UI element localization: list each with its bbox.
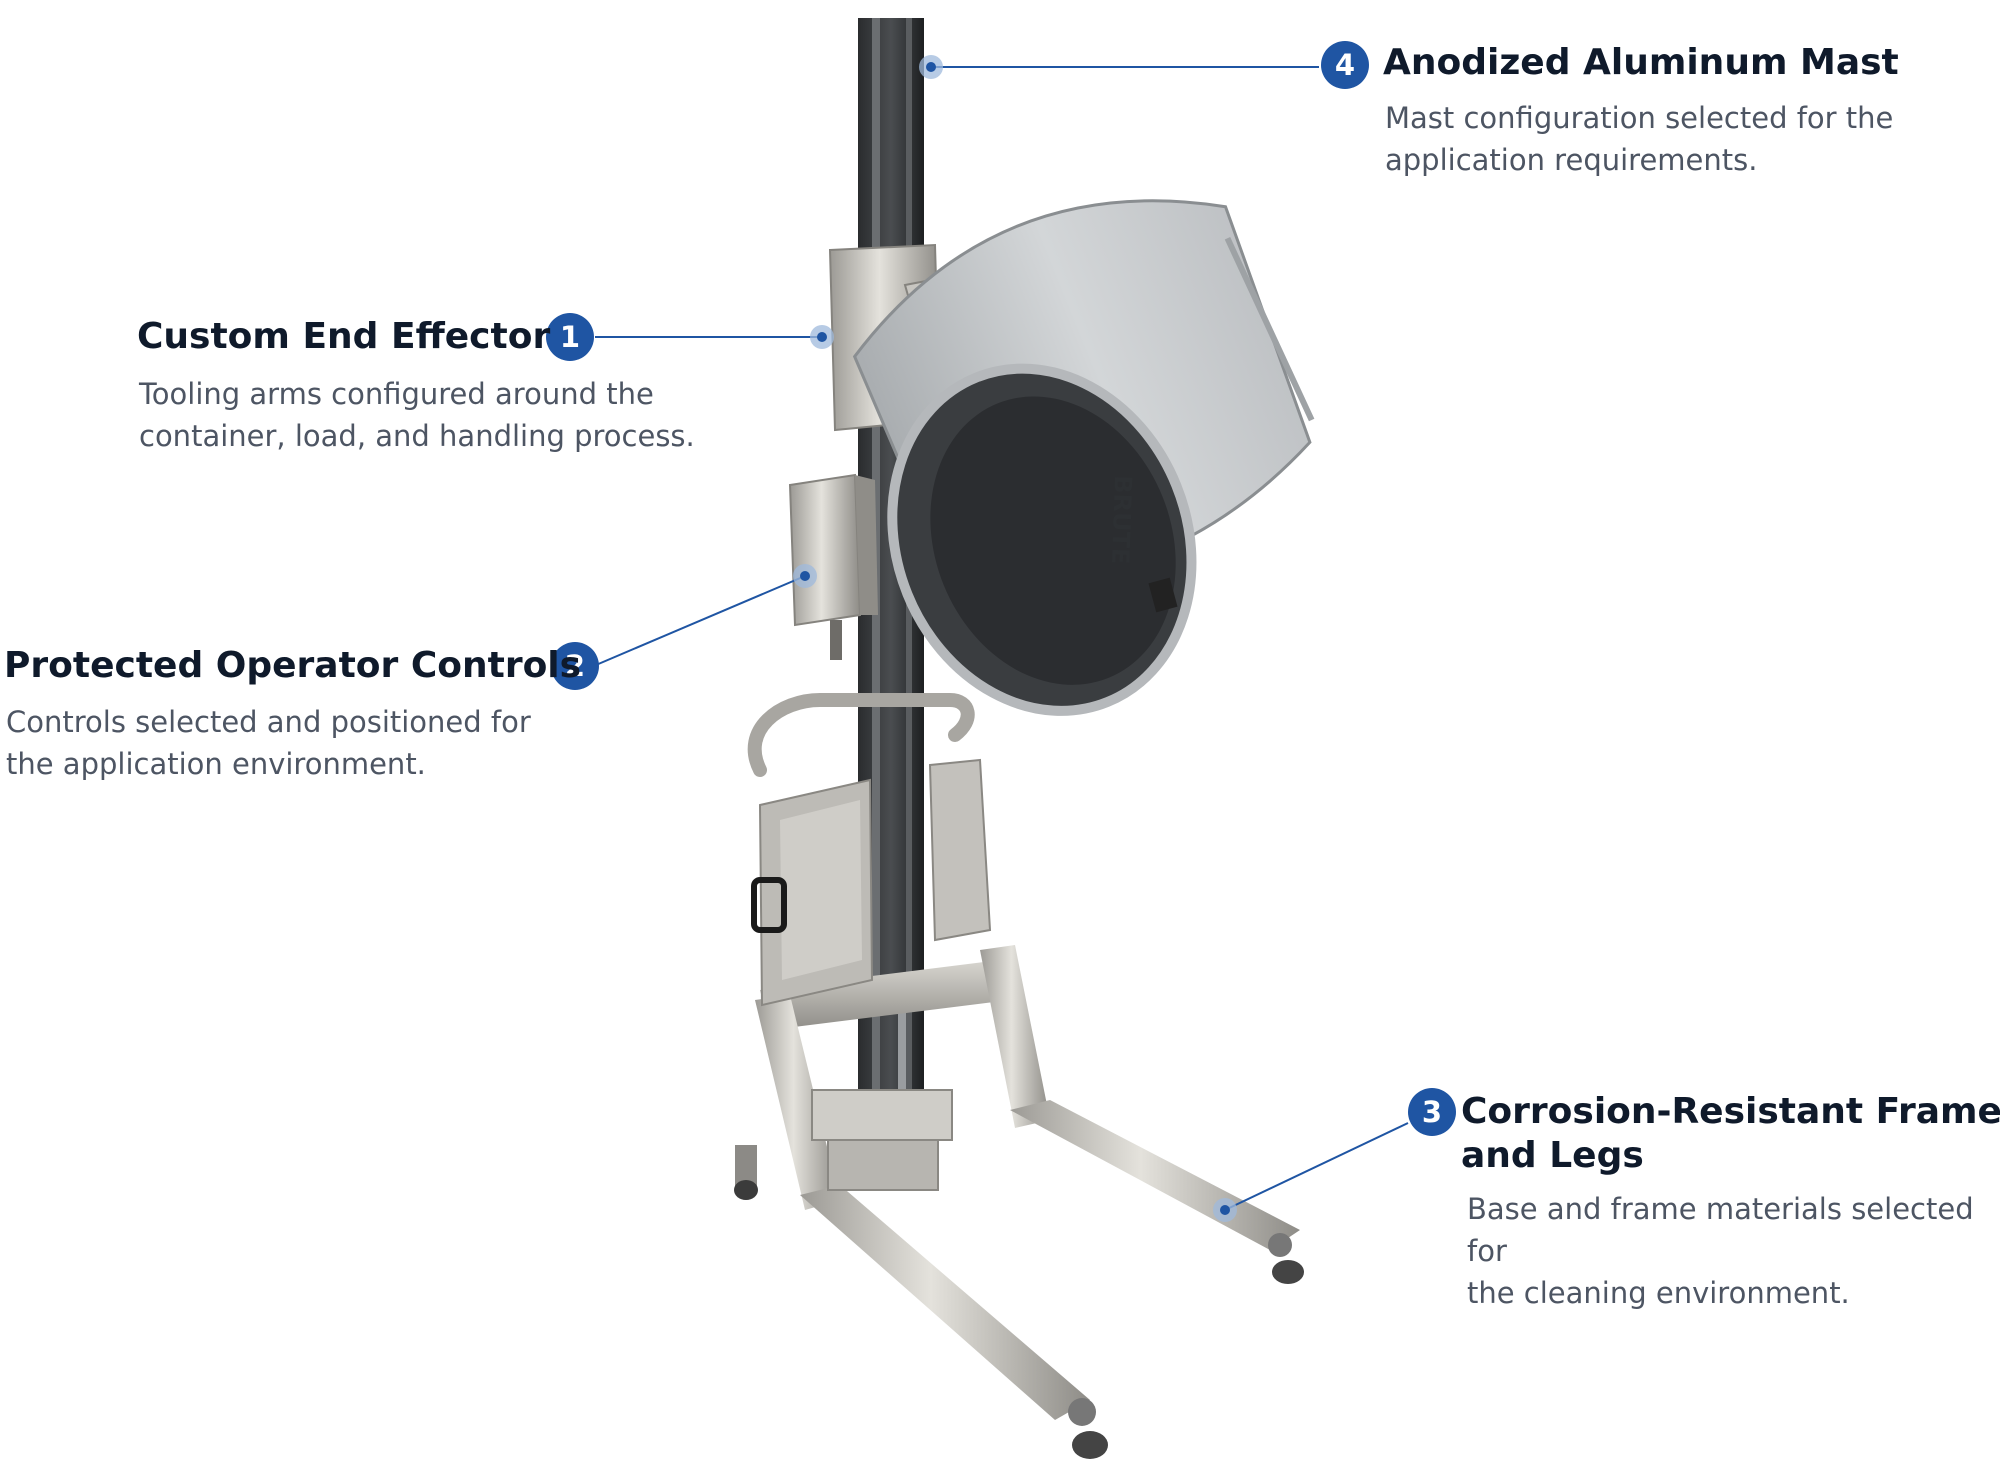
drum-latch [1148, 577, 1178, 613]
callout-desc-line: Mast configuration selected for the [1385, 101, 1894, 135]
callout-desc-line: Base and frame materials selected for [1467, 1192, 1974, 1268]
callout-desc-line: container, load, and handling process. [139, 419, 695, 453]
battery-panels [751, 758, 992, 1007]
callout-badge-2: 2 [551, 642, 599, 690]
callout-badge-4: 4 [1321, 41, 1369, 89]
drum-brand-label: BRUTE [1106, 475, 1137, 565]
callout-title-4: Anodized Aluminum Mast [1383, 42, 1899, 83]
anchor-dot-4-core [926, 62, 936, 72]
caster-wheel [734, 1145, 758, 1200]
caster-wheel [1268, 1233, 1304, 1284]
callout-desc-1: Tooling arms configured around the conta… [139, 373, 699, 457]
leader-lines [595, 66, 1409, 1211]
callout-title-3: Corrosion-Resistant Frame and Legs [1461, 1090, 2000, 1178]
callout-badge-1: 1 [546, 313, 594, 361]
callout-desc-4: Mast configuration selected for the appl… [1385, 97, 1945, 181]
callout-title-line: and Legs [1461, 1135, 1644, 1176]
leader-line-3 [1224, 1122, 1409, 1211]
anchor-dot-2-core [800, 571, 810, 581]
container-drum [852, 199, 1315, 716]
callout-title-line: Corrosion-Resistant Frame [1461, 1091, 2000, 1132]
anchor-dots [793, 55, 1237, 1222]
callout-desc-2: Controls selected and positioned for the… [6, 701, 546, 785]
anchor-dot-3-core [1220, 1205, 1230, 1215]
callout-desc-line: application requirements. [1385, 143, 1758, 177]
leader-line-2 [595, 575, 806, 666]
callout-desc-line: Controls selected and positioned for [6, 705, 531, 739]
callout-title-1: Custom End Effector [137, 316, 551, 357]
caster-wheel [1068, 1398, 1108, 1459]
anchor-dot-1-core [817, 332, 827, 342]
callout-desc-line: Tooling arms configured around the [139, 377, 654, 411]
callout-title-2: Protected Operator Controls [4, 645, 582, 686]
callout-badge-3: 3 [1408, 1088, 1456, 1136]
push-handle [747, 693, 975, 777]
callout-desc-3: Base and frame materials selected for th… [1467, 1188, 1997, 1314]
callout-desc-line: the application environment. [6, 747, 426, 781]
callout-desc-line: the cleaning environment. [1467, 1276, 1850, 1310]
